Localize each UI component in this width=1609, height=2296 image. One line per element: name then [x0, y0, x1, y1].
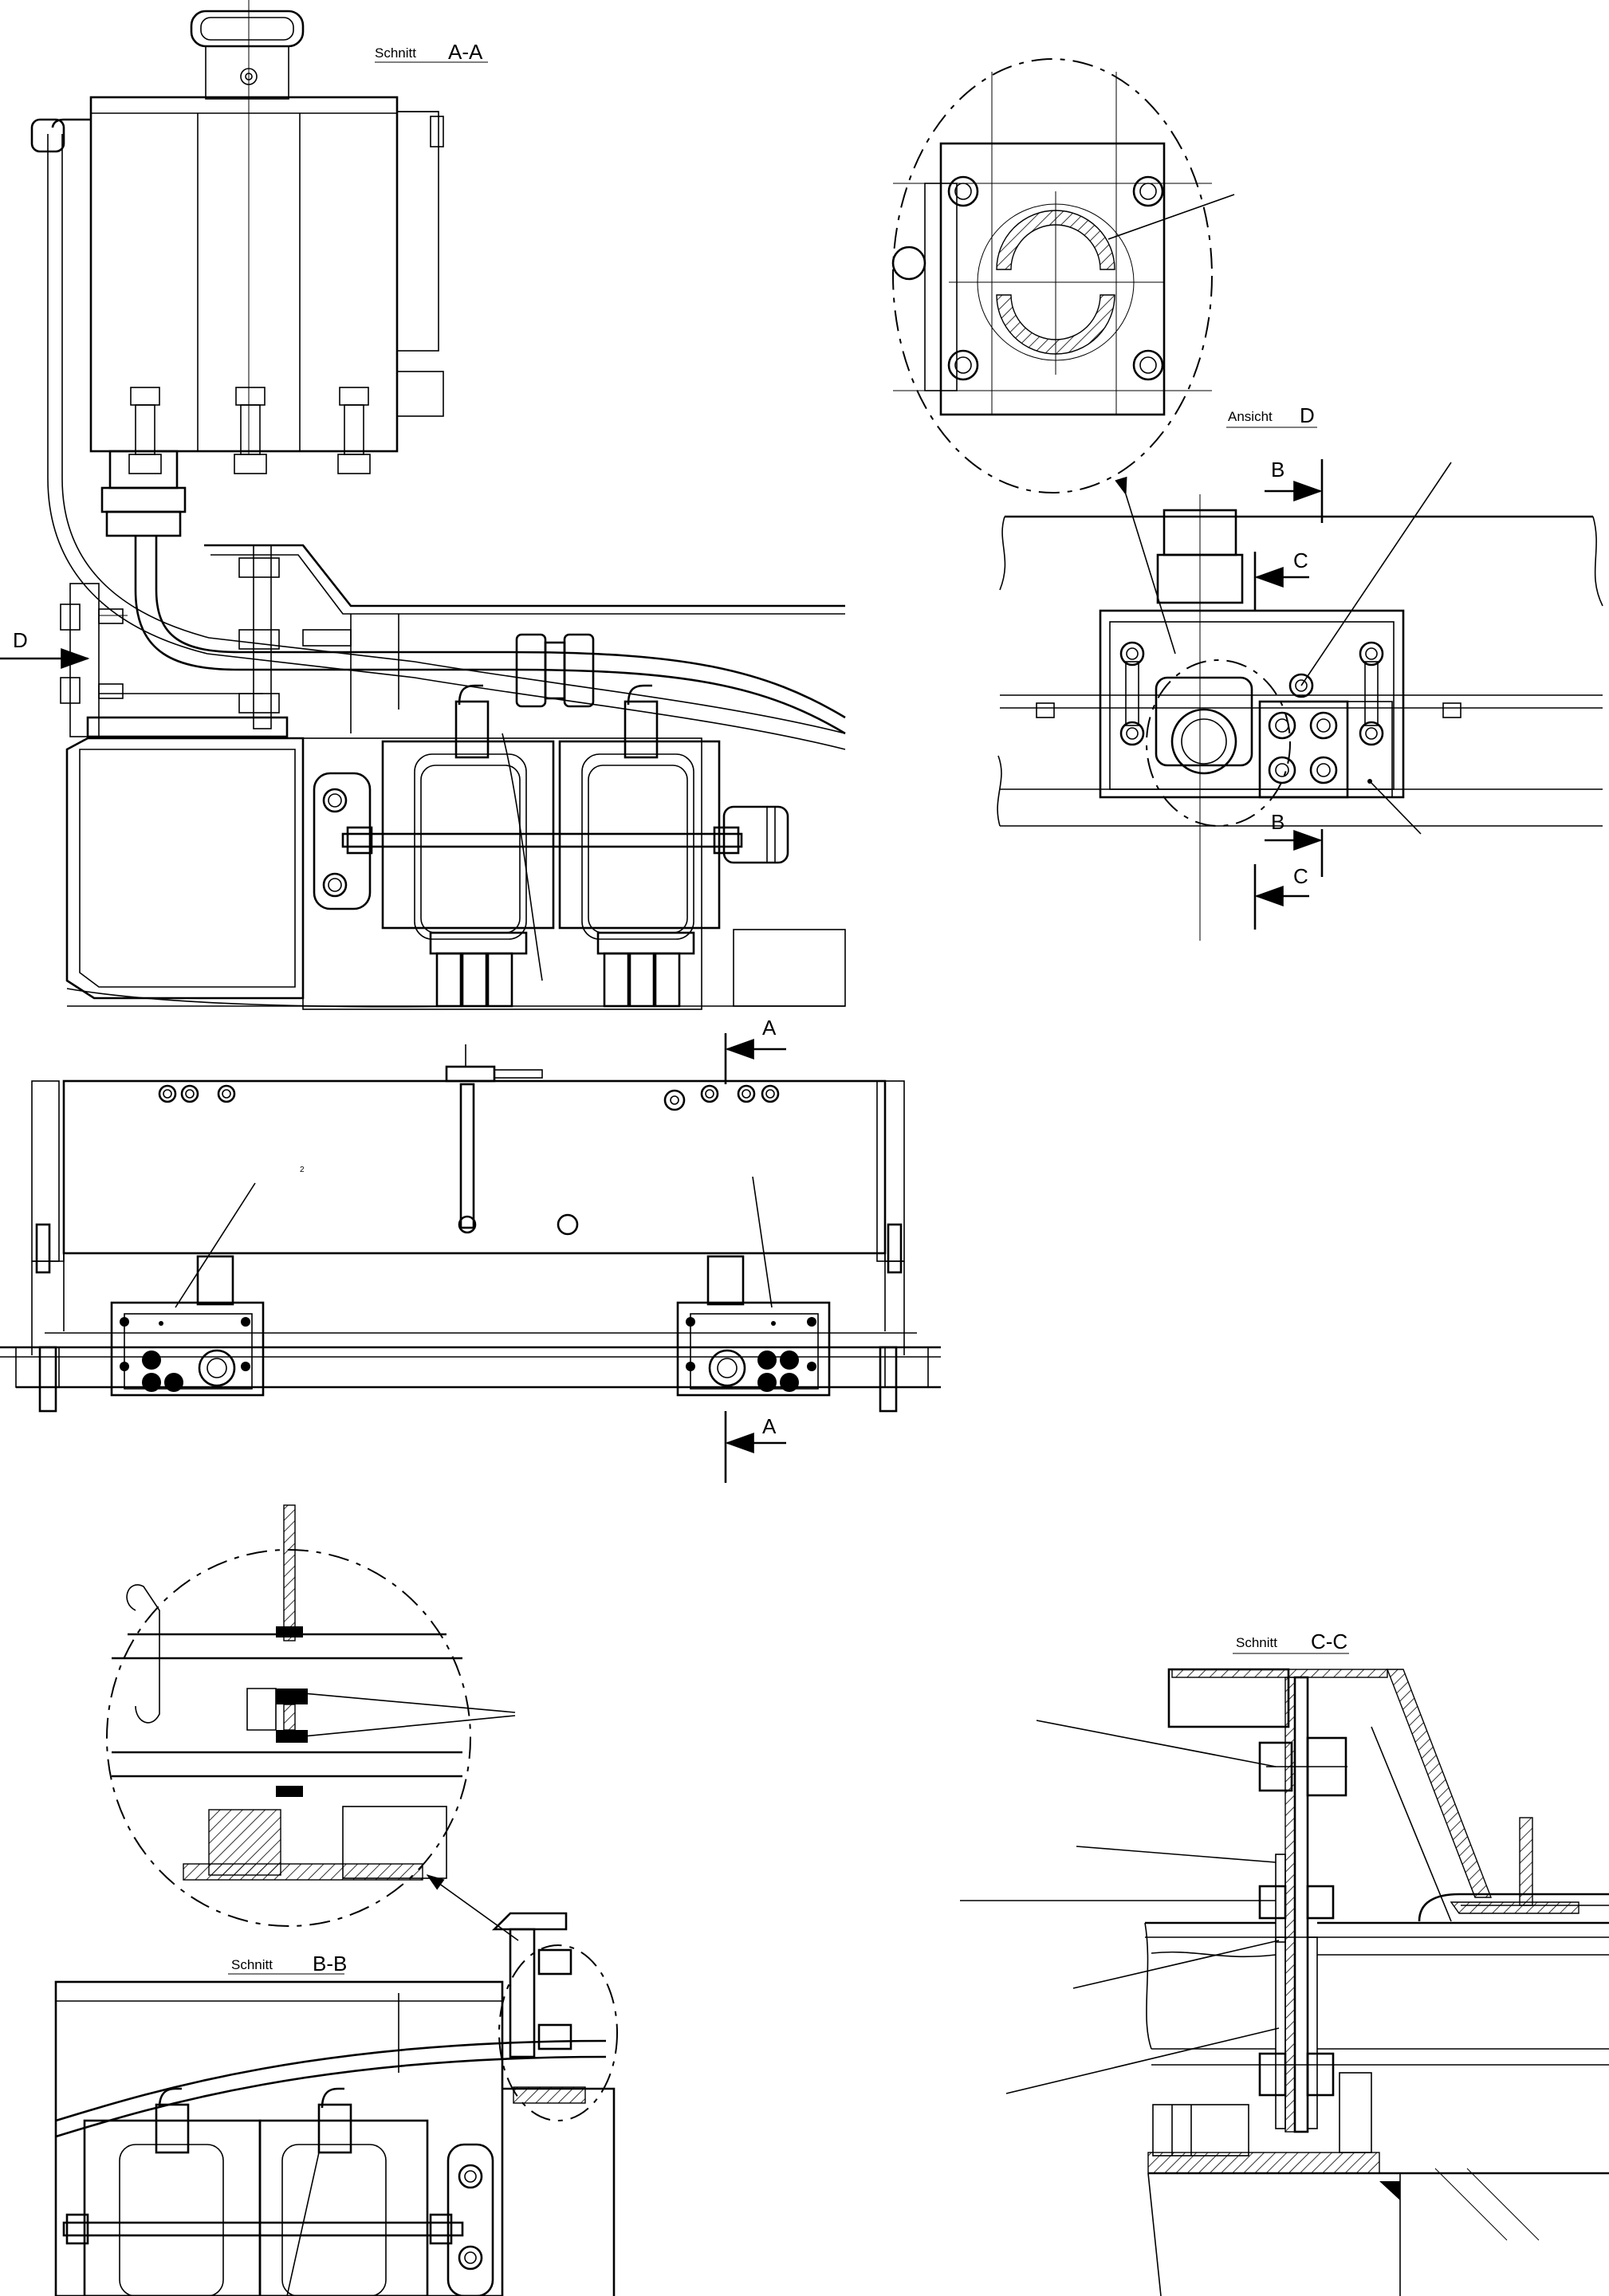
section-aa-view: Schnitt A-A	[0, 0, 846, 1010]
cut-marker-c-top: C	[1293, 548, 1308, 572]
view-d-marker-letter: D	[13, 628, 28, 652]
section-cc-letter: C-C	[1311, 1630, 1347, 1653]
pump-unit-right	[558, 684, 721, 1008]
cut-marker-a-bottom: A	[762, 1414, 777, 1438]
section-aa-letter: A-A	[448, 40, 483, 64]
section-bb-word: Schnitt	[231, 1957, 273, 1972]
view-d-letter: D	[1300, 403, 1315, 427]
pump-block-right	[676, 1255, 831, 1397]
tank-stud-1	[128, 387, 162, 474]
section-bb-view: Schnitt B-B	[54, 1912, 618, 2296]
section-cc-word: Schnitt	[1236, 1635, 1277, 1650]
section-bb-letter: B-B	[313, 1952, 347, 1976]
part-number-label: 2	[300, 1166, 305, 1174]
cut-marker-b-top: B	[1271, 458, 1284, 482]
pipe-union	[515, 633, 595, 708]
tank-stud-2	[234, 387, 267, 474]
section-bb-pump-right	[258, 2087, 429, 2296]
pump-block-left	[110, 1255, 265, 1397]
detail-circle-flange	[891, 58, 1235, 493]
outlet-nozzle	[722, 805, 789, 864]
view-d: Ansicht D	[997, 403, 1603, 941]
cut-marker-c-bottom: C	[1293, 864, 1308, 888]
cut-marker-a-top: A	[762, 1016, 777, 1040]
bracket-bolt-upper	[60, 603, 124, 631]
view-d-word: Ansicht	[1228, 409, 1273, 424]
bracket-bolt-lower	[60, 677, 124, 704]
pump-unit-left	[381, 684, 555, 1008]
front-view: 2	[0, 1016, 941, 1483]
section-cc-view: Schnitt C-C	[960, 1630, 1609, 2296]
section-aa-word: Schnitt	[375, 45, 416, 61]
section-bb-pump-left	[83, 2087, 262, 2296]
cut-marker-b-bottom: B	[1271, 810, 1284, 834]
tank-stud-3	[337, 387, 371, 474]
detail-circle-bolt	[106, 1504, 519, 1941]
